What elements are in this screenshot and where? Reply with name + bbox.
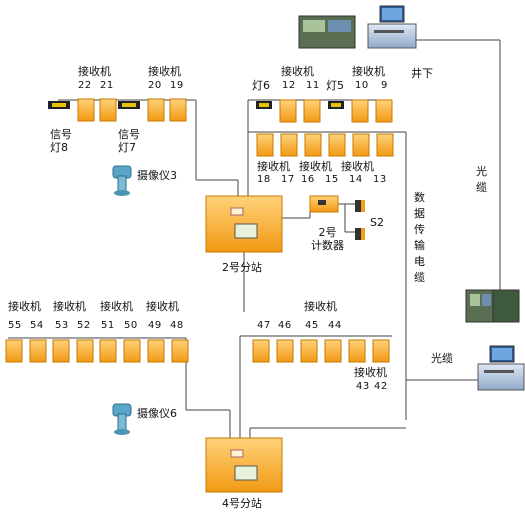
computer-middle-icon <box>465 289 520 323</box>
receiver-group-label: 接收机 <box>304 300 337 313</box>
camera-3-icon <box>112 165 132 196</box>
receiver-number: 22 <box>78 80 92 91</box>
counter-device <box>309 195 339 213</box>
sensor-s2 <box>355 200 365 240</box>
receiver-group-label: 接收机 <box>100 300 133 313</box>
camera-6-label: 摄像仪6 <box>137 407 177 420</box>
receiver-number: 51 <box>101 320 115 331</box>
receiver-number: 20 <box>148 80 162 91</box>
receiver-number: 53 <box>55 320 69 331</box>
receiver-number: 47 <box>257 320 271 331</box>
receiver-number: 10 <box>355 80 369 91</box>
signal-lamp-8-label: 信号 灯8 <box>50 128 72 154</box>
counter-label: 2号 计数器 <box>311 226 344 252</box>
computer-bottom-icon <box>477 345 525 391</box>
substation-4-box <box>205 437 283 493</box>
receiver-group-label: 接收机 <box>257 160 290 173</box>
receiver-number: 15 <box>325 174 339 185</box>
sensor-s2-label: S2 <box>370 216 384 229</box>
receiver-number: 18 <box>257 174 271 185</box>
receiver-number: 46 <box>278 320 292 331</box>
receiver-number: 42 <box>374 381 388 392</box>
receivers-lower-right <box>252 339 390 363</box>
receivers-upper-right <box>279 99 393 123</box>
receiver-number: 21 <box>100 80 114 91</box>
data-cable-label: 数据传输电缆 <box>414 191 425 284</box>
camera-3-label: 摄像仪3 <box>137 169 177 182</box>
fiber-cable-bottom-label: 光缆 <box>431 352 453 365</box>
receiver-number: 9 <box>381 80 388 91</box>
signal-lamp-7-label: 信号 灯7 <box>118 128 140 154</box>
receivers-middle-right <box>256 133 394 157</box>
receiver-number: 52 <box>77 320 91 331</box>
signal-lamps-upper <box>48 101 344 109</box>
wiring-lower <box>8 335 486 440</box>
receivers-lower-left <box>5 339 189 363</box>
receiver-number: 48 <box>170 320 184 331</box>
receiver-group-label: 接收机 <box>8 300 41 313</box>
receiver-number: 19 <box>170 80 184 91</box>
receiver-group-label: 接收机 <box>299 160 332 173</box>
receiver-number: 55 <box>8 320 22 331</box>
receiver-group-label: 接收机 <box>352 65 385 78</box>
camera-6-icon <box>112 403 132 435</box>
receiver-number: 12 <box>282 80 296 91</box>
receiver-number: 44 <box>328 320 342 331</box>
receiver-number: 54 <box>30 320 44 331</box>
computer-top-icon <box>298 5 417 49</box>
receiver-number: 16 <box>301 174 315 185</box>
receiver-group-label: 接收机 <box>78 65 111 78</box>
receiver-group-label: 接收机 <box>148 65 181 78</box>
lamp-6-label: 灯6 <box>252 79 270 92</box>
receiver-group-label: 接收机 <box>281 65 314 78</box>
substation-2-label: 2号分站 <box>222 261 262 274</box>
receiver-number: 43 <box>356 381 370 392</box>
receivers-upper-left <box>77 98 187 122</box>
receiver-group-label: 接收机 <box>341 160 374 173</box>
fiber-cable-top-label: 光缆 <box>476 165 487 194</box>
receiver-number: 11 <box>306 80 320 91</box>
receiver-group-label: 接收机 <box>354 366 387 379</box>
substation-2-box <box>205 195 283 253</box>
receiver-number: 17 <box>281 174 295 185</box>
receiver-number: 45 <box>305 320 319 331</box>
receiver-number: 14 <box>349 174 363 185</box>
receiver-group-label: 接收机 <box>53 300 86 313</box>
underground-label: 井下 <box>411 67 433 80</box>
receiver-number: 13 <box>373 174 387 185</box>
lamp-5-label: 灯5 <box>326 79 344 92</box>
receiver-number: 50 <box>124 320 138 331</box>
substation-4-label: 4号分站 <box>222 497 262 510</box>
receiver-number: 49 <box>148 320 162 331</box>
receiver-group-label: 接收机 <box>146 300 179 313</box>
